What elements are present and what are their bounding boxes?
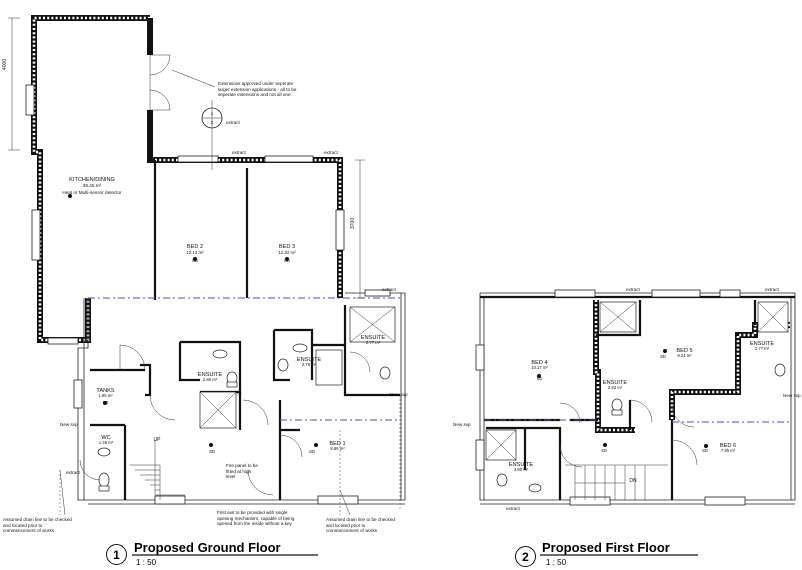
- bed5-sd: SD: [660, 354, 666, 359]
- bed6-area: 7.85 m²: [720, 448, 736, 454]
- bed2-name: BED 2: [186, 244, 204, 250]
- bed4-sd: SD: [536, 376, 543, 382]
- bed2-label: BED 2 12.13 m² SD: [170, 244, 220, 264]
- ground-floor-number: 1: [113, 547, 120, 562]
- ensuite-g-b-area: 2.76 m²: [301, 362, 317, 368]
- drain-note-right: Assumed drain line to be checked and loc…: [326, 517, 395, 533]
- new-svp-tag-f1: New svp: [453, 422, 471, 427]
- ensuite-g-c-label: ENSUITE 2.77 m²: [348, 335, 398, 346]
- stair-down-label: DN: [629, 478, 637, 484]
- kitchen-name: KITCHEN/DINING: [69, 177, 115, 183]
- ensuite-f-c-name: ENSUITE: [508, 462, 534, 468]
- bed3-sd: SD: [283, 258, 291, 264]
- ensuite-g-c-name: ENSUITE: [360, 335, 386, 341]
- ensuite-g-b-label: ENSUITE 2.76 m²: [284, 357, 334, 368]
- ensuite-g-b-name: ENSUITE: [296, 357, 322, 363]
- tanks-area: 1.95 m²: [98, 393, 113, 399]
- dim-bed3: 3700: [350, 217, 356, 229]
- ground-floor-scale: 1 : 50: [136, 558, 157, 567]
- ensuite-g-a-name: ENSUITE: [197, 372, 223, 378]
- bed5-label: BED 5 9.24 m²: [662, 348, 707, 359]
- extract-tag-f3: extract: [506, 506, 520, 511]
- bed1-label: BED 1 8.66 m²: [315, 441, 360, 452]
- wc-area: 1.46 m²: [98, 440, 114, 446]
- extract-tag-4: extract: [382, 287, 396, 292]
- ground-floor-walls: [8, 15, 406, 516]
- ensuite-f-b-label: ENSUITE 2.77 m²: [737, 341, 787, 352]
- bed4-label: BED 4 10.17 m² SD: [517, 360, 562, 382]
- drain-note-left: Assumed drain line to be checked and loc…: [3, 517, 72, 533]
- new-svp-tag-g1: New svp: [60, 422, 78, 427]
- new-svp-tag-g2: New svp: [390, 392, 408, 397]
- extract-tag-5: extract: [66, 470, 80, 475]
- bed1-name: BED 1: [329, 441, 346, 447]
- hall-sd-2: SD: [308, 449, 316, 454]
- first-floor-number: 2: [522, 549, 529, 564]
- ensuite-f-c-label: ENSUITE 3.80 m²: [496, 462, 546, 473]
- ensuite-g-c-area: 2.77 m²: [365, 340, 381, 346]
- tanks-name: TANKS: [96, 388, 115, 394]
- section-marker-top: 1: [210, 111, 214, 116]
- kitchen-label: KITCHEN/DINING 36.45 m² Heat or Multi-se…: [42, 177, 142, 195]
- wc-label: WC 1.46 m²: [92, 435, 120, 446]
- bed3-label: BED 3 12.32 m² SD: [262, 244, 312, 264]
- hall-sd: SD: [208, 449, 216, 454]
- extract-tag-f1: extract: [626, 287, 640, 292]
- bed6-label: BED 6 7.85 m²: [708, 443, 748, 454]
- extract-tag-3: extract: [324, 150, 338, 155]
- landing-sd: SD: [601, 448, 607, 453]
- dim-kitchen-extension: 4000: [2, 58, 8, 70]
- kitchen-detail: Heat or Multi-sensor detector: [62, 189, 122, 195]
- bed5-area: 9.24 m²: [677, 353, 692, 359]
- section-marker-bottom: 2: [210, 120, 214, 125]
- first-floor-number-badge: 2: [515, 546, 536, 567]
- ensuite-f-a-label: ENSUITE 2.83 m²: [590, 380, 640, 391]
- bed6-name: BED 6: [719, 443, 737, 449]
- kitchen-area: 36.45 m²: [82, 183, 102, 189]
- wc-name: WC: [101, 435, 111, 441]
- ensuite-f-b-name: ENSUITE: [749, 341, 775, 347]
- stair-up-label: UP: [153, 437, 161, 443]
- first-floor-scale: 1 : 50: [546, 558, 567, 567]
- bed2-area: 12.13 m²: [186, 250, 204, 256]
- bed2-sd: SD: [191, 258, 199, 264]
- first-exit-note: First exit to be provided with single op…: [217, 510, 295, 526]
- ensuite-g-a-area: 2.80 m²: [202, 377, 218, 383]
- ensuite-f-a-area: 2.83 m²: [607, 385, 623, 391]
- ensuite-f-a-name: ENSUITE: [602, 380, 628, 386]
- first-floor-title: Proposed First Floor: [542, 540, 670, 555]
- fire-panel-note: Fire panel to be fitted at high level: [226, 463, 258, 479]
- bed4-area: 10.17 m²: [531, 365, 548, 371]
- bed3-area: 12.32 m²: [278, 250, 296, 256]
- extract-tag-2: extract: [232, 150, 246, 155]
- ensuite-f-b-area: 2.77 m²: [754, 346, 770, 352]
- ensuite-g-a-label: ENSUITE 2.80 m²: [185, 372, 235, 383]
- bed3-name: BED 3: [278, 244, 296, 250]
- bed6-sd: SD: [702, 448, 708, 453]
- bed1-area: 8.66 m²: [330, 446, 345, 452]
- bed4-name: BED 4: [531, 360, 548, 366]
- smoke-detector-dots: [68, 194, 708, 448]
- ground-floor-number-badge: 1: [106, 544, 127, 565]
- extension-note: Extensions approved under seperate large…: [218, 81, 297, 97]
- tanks-label: TANKS 1.95 m² SD: [88, 388, 123, 406]
- ensuite-f-c-area: 3.80 m²: [513, 467, 529, 473]
- tanks-sd: SD: [102, 400, 109, 406]
- ground-floor-title: Proposed Ground Floor: [134, 540, 281, 555]
- bed5-name: BED 5: [676, 348, 693, 354]
- extract-tag-1: extract: [226, 120, 240, 125]
- first-floor-walls: [475, 289, 796, 506]
- new-svp-tag-f2: New svp: [783, 393, 801, 398]
- extract-tag-f2: extract: [765, 287, 779, 292]
